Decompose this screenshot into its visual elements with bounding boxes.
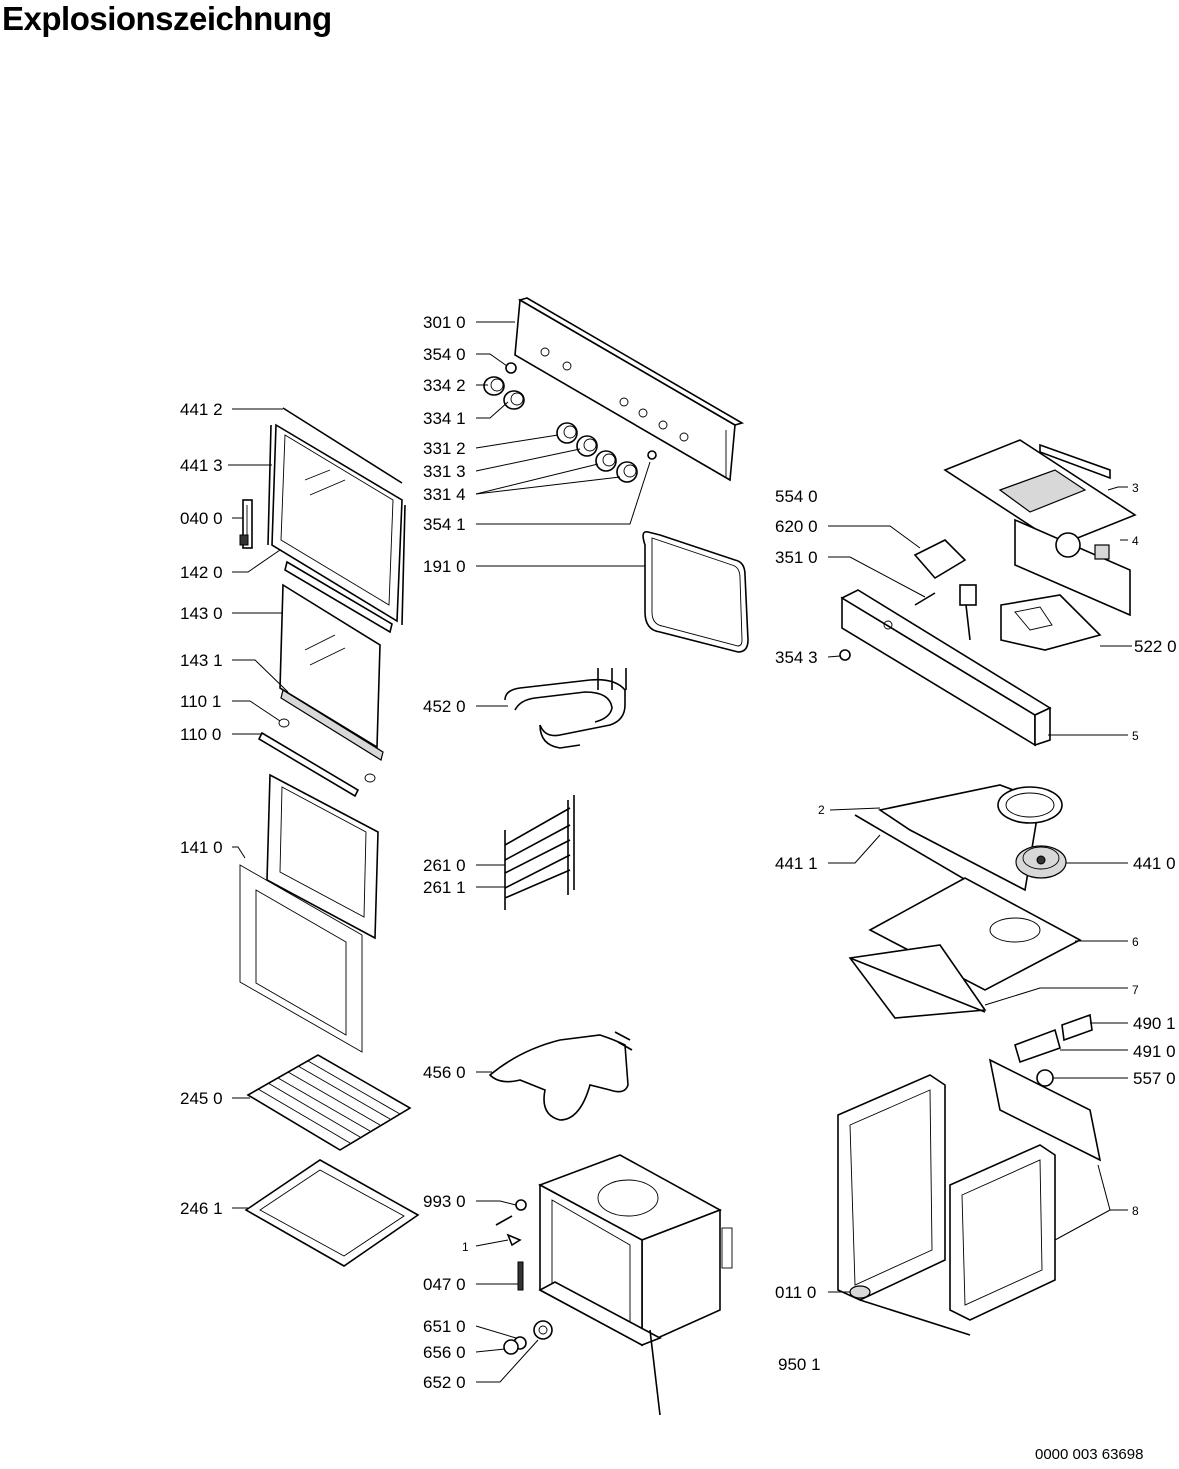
oven-door-frame-part (267, 407, 406, 626)
label-441-1: 441 1 (775, 854, 818, 873)
control-panel-part (514, 297, 745, 482)
front-frame-part (839, 589, 1052, 747)
label-456-0: 456 0 (423, 1063, 466, 1082)
label-557-0: 557 0 (1133, 1069, 1176, 1088)
label-354-0: 354 0 (423, 345, 466, 364)
label-993-0: 993 0 (423, 1192, 466, 1211)
oven-housing-shell-part (837, 1058, 1102, 1336)
label-334-1: 334 1 (423, 409, 466, 428)
indicator-lamp-part (505, 362, 517, 374)
label-354-1: 354 1 (423, 515, 466, 534)
label-1: 1 (462, 1240, 469, 1254)
label-261-0: 261 0 (423, 856, 466, 875)
label-522-0: 522 0 (1134, 637, 1177, 656)
label-452-0: 452 0 (423, 697, 466, 716)
label-110-0: 110 0 (180, 725, 221, 744)
label-652-0: 652 0 (423, 1373, 466, 1392)
label-5: 5 (1132, 729, 1139, 743)
leader-lines (228, 321, 1132, 1383)
convection-fan-part (1015, 845, 1067, 879)
selector-switch-part (913, 539, 977, 641)
terminal-block-parts (1014, 1013, 1093, 1087)
label-047-0: 047 0 (423, 1275, 466, 1294)
label-4: 4 (1132, 534, 1139, 548)
label-040-0: 040 0 (180, 509, 223, 528)
label-245-0: 245 0 (180, 1089, 223, 1108)
label-351-0: 351 0 (775, 548, 818, 567)
label-331-4: 331 4 (423, 485, 466, 504)
label-8: 8 (1132, 1204, 1139, 1218)
label-331-3: 331 3 (423, 462, 466, 481)
label-656-0: 656 0 (423, 1343, 466, 1362)
door-handle-strip-part (280, 560, 393, 761)
label-141-0: 141 0 (180, 838, 223, 857)
label-6: 6 (1132, 935, 1139, 949)
label-334-2: 334 2 (423, 376, 466, 395)
bottom-heating-element-part (488, 1031, 633, 1121)
label-246-1: 246 1 (180, 1199, 223, 1218)
label-110-1: 110 1 (180, 692, 221, 711)
label-301-0: 301 0 (423, 313, 466, 332)
fastener-parts (495, 1199, 553, 1355)
wire-shelf-part (246, 1054, 412, 1151)
label-261-1: 261 1 (423, 878, 466, 897)
document-number: 0000 003 63698 (1035, 1446, 1144, 1463)
selector-knob-part (483, 376, 525, 410)
oven-cavity-part (538, 1154, 733, 1416)
label-143-1: 143 1 (180, 651, 223, 670)
label-191-0: 191 0 (423, 557, 466, 576)
label-2: 2 (818, 803, 825, 817)
label-554-0: 554 0 (775, 487, 818, 506)
label-950-1: 950 1 (778, 1355, 821, 1374)
label-7: 7 (1132, 983, 1139, 997)
control-knobs-part (556, 422, 657, 483)
cavity-insulation-plate-part (848, 877, 1082, 1019)
electronics-housing-part (943, 439, 1137, 651)
part-labels: 301 0 354 0 334 2 334 1 441 2 441 3 331 … (180, 313, 1177, 1392)
side-rack-part (504, 795, 575, 910)
label-3: 3 (1132, 481, 1139, 495)
door-rail-part (257, 718, 376, 798)
label-441-3: 441 3 (180, 456, 223, 475)
label-441-0: 441 0 (1133, 854, 1176, 873)
label-620-0: 620 0 (775, 517, 818, 536)
label-142-0: 142 0 (180, 563, 223, 582)
label-011-0: 011 0 (775, 1283, 816, 1302)
baking-tray-part (244, 1159, 420, 1267)
inner-door-panel-part (239, 773, 379, 1053)
label-491-0: 491 0 (1133, 1042, 1176, 1061)
page-title: Explosionszeichnung (2, 0, 332, 37)
label-441-2: 441 2 (180, 400, 223, 419)
door-hinge-part (239, 499, 253, 549)
label-143-0: 143 0 (180, 604, 223, 623)
oven-gasket-part (642, 530, 749, 653)
label-354-3: 354 3 (775, 648, 818, 667)
fan-cover-part (854, 784, 1063, 901)
label-331-2: 331 2 (423, 439, 466, 458)
grill-heating-element-part (504, 668, 627, 749)
label-490-1: 490 1 (1133, 1014, 1176, 1033)
inner-glass-part (279, 583, 381, 749)
label-651-0: 651 0 (423, 1317, 466, 1336)
